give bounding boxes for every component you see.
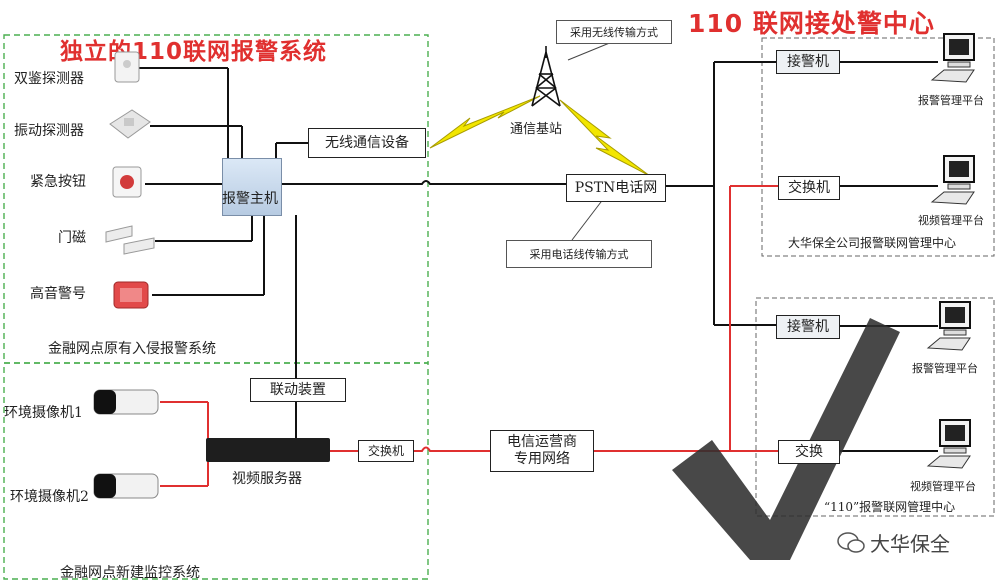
carrier-network-line1: 电信运营商: [507, 434, 577, 451]
computer-icon: [926, 301, 971, 351]
monitoring-system-frame: [3, 362, 429, 580]
wireless-device-box: 无线通信设备: [308, 128, 426, 158]
left-title: 独立的110联网报警系统: [60, 39, 328, 65]
bottom-video-platform-label: 视频管理平台: [910, 480, 976, 493]
intrusion-section-label: 金融网点原有入侵报警系统: [48, 341, 216, 357]
wechat-icon: [837, 532, 865, 553]
top-center-name: 大华保全公司报警联网管理中心: [788, 236, 957, 250]
video-server-label: 视频服务器: [232, 471, 302, 487]
site-switch-box: 交换机: [358, 440, 414, 462]
video-server-device: [206, 438, 330, 462]
dual-detector-icon: [114, 51, 140, 83]
carrier-network-line2: 专用网络: [514, 451, 570, 467]
tower-icon: [531, 46, 561, 107]
sensor-siren-label: 高音警号: [30, 286, 86, 302]
bottom-receiver-box: 接警机: [776, 315, 840, 339]
siren-icon: [113, 281, 149, 309]
vibration-detector-icon: [109, 109, 151, 139]
sensor-emergency-button-label: 紧急按钮: [30, 174, 86, 190]
top-alarm-platform-label: 报警管理平台: [918, 94, 984, 107]
computer-icon: [930, 33, 975, 83]
top-video-platform-label: 视频管理平台: [918, 214, 984, 227]
bottom-alarm-platform-label: 报警管理平台: [912, 362, 978, 375]
monitoring-section-label: 金融网点新建监控系统: [60, 565, 200, 581]
checkmark-icon: [672, 318, 900, 560]
camera-2-label: 环境摄像机2: [10, 489, 89, 505]
watermark-text: 大华保全: [870, 532, 950, 556]
carrier-network-box: 电信运营商 专用网络: [490, 430, 594, 472]
door-magnet-icon: [105, 225, 155, 255]
sensor-vibration-label: 振动探测器: [14, 123, 84, 139]
top-receiver-box: 接警机: [776, 50, 840, 74]
camera-1-icon: [93, 389, 159, 415]
bottom-center-name: “110”报警联网管理中心: [824, 500, 956, 514]
linkage-box: 联动装置: [250, 378, 346, 402]
alarm-host-label: 报警主机: [222, 191, 278, 207]
wireless-bolt-right: [559, 99, 651, 177]
camera-2-icon: [93, 473, 159, 499]
center-top-frame: [761, 37, 995, 257]
pstn-box: PSTN电话网: [566, 174, 666, 202]
right-title: 110 联网接处警中心: [688, 9, 935, 38]
wireless-note-callout: 采用无线传输方式: [556, 20, 672, 44]
emergency-button-icon: [112, 166, 142, 198]
sensor-door-magnet-label: 门磁: [58, 230, 86, 246]
wireless-bolt-left: [429, 95, 541, 149]
bottom-switch-box: 交换: [778, 440, 840, 464]
sensor-dual-detector-label: 双鉴探测器: [14, 71, 84, 87]
alarm-host-device: [222, 158, 282, 216]
computer-icon: [930, 155, 975, 205]
phone-note-callout: 采用电话线传输方式: [506, 240, 652, 268]
base-station-label: 通信基站: [510, 122, 563, 137]
computer-icon: [926, 419, 971, 469]
center-bottom-frame: [755, 297, 995, 517]
top-switch-box: 交换机: [778, 176, 840, 200]
camera-1-label: 环境摄像机1: [4, 405, 83, 421]
